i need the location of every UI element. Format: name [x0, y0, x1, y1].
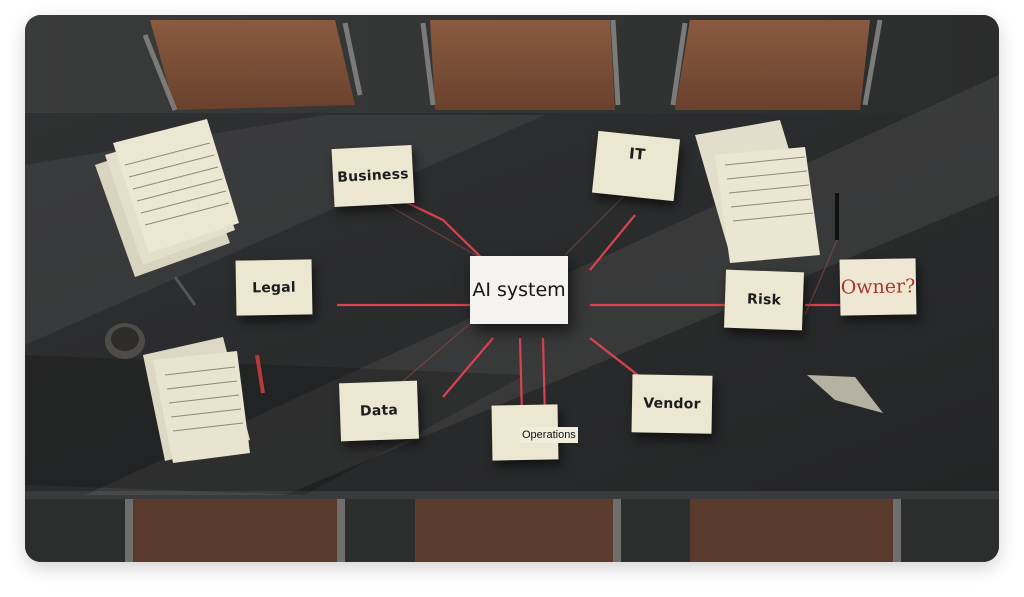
chair-top-3	[675, 20, 870, 110]
note-risk: Risk	[724, 269, 804, 331]
stray-paper	[807, 375, 883, 413]
paper-stack-right	[695, 120, 839, 263]
note-data-label: Data	[359, 402, 399, 420]
note-vendor-label: Vendor	[643, 395, 701, 413]
table-edge	[25, 491, 999, 499]
note-data: Data	[339, 380, 419, 442]
chairs-bottom	[125, 499, 901, 562]
paper-stack-bottom-left	[143, 337, 265, 463]
chair-top-1	[150, 20, 355, 110]
note-legal: Legal	[235, 259, 313, 316]
note-risk-label: Risk	[746, 291, 782, 309]
image-frame: Business IT Legal AI system Risk Owner? …	[25, 15, 999, 562]
note-business-label: Business	[336, 166, 410, 186]
paper-stack-left	[95, 119, 239, 306]
note-vendor: Vendor	[631, 374, 713, 434]
note-owner-label: Owner?	[840, 275, 916, 299]
note-owner: Owner?	[839, 258, 917, 316]
chair-top-2	[430, 20, 615, 110]
note-it: IT	[591, 130, 681, 202]
chairs-top	[142, 19, 883, 111]
note-business: Business	[331, 144, 415, 208]
note-legal-label: Legal	[252, 279, 296, 296]
center-card-label: AI system	[472, 279, 566, 301]
center-card-ai-system: AI system	[470, 256, 568, 324]
note-it-label: IT	[628, 144, 647, 164]
coffee-cup	[105, 323, 145, 359]
note-operations-label: Operations	[520, 427, 578, 443]
